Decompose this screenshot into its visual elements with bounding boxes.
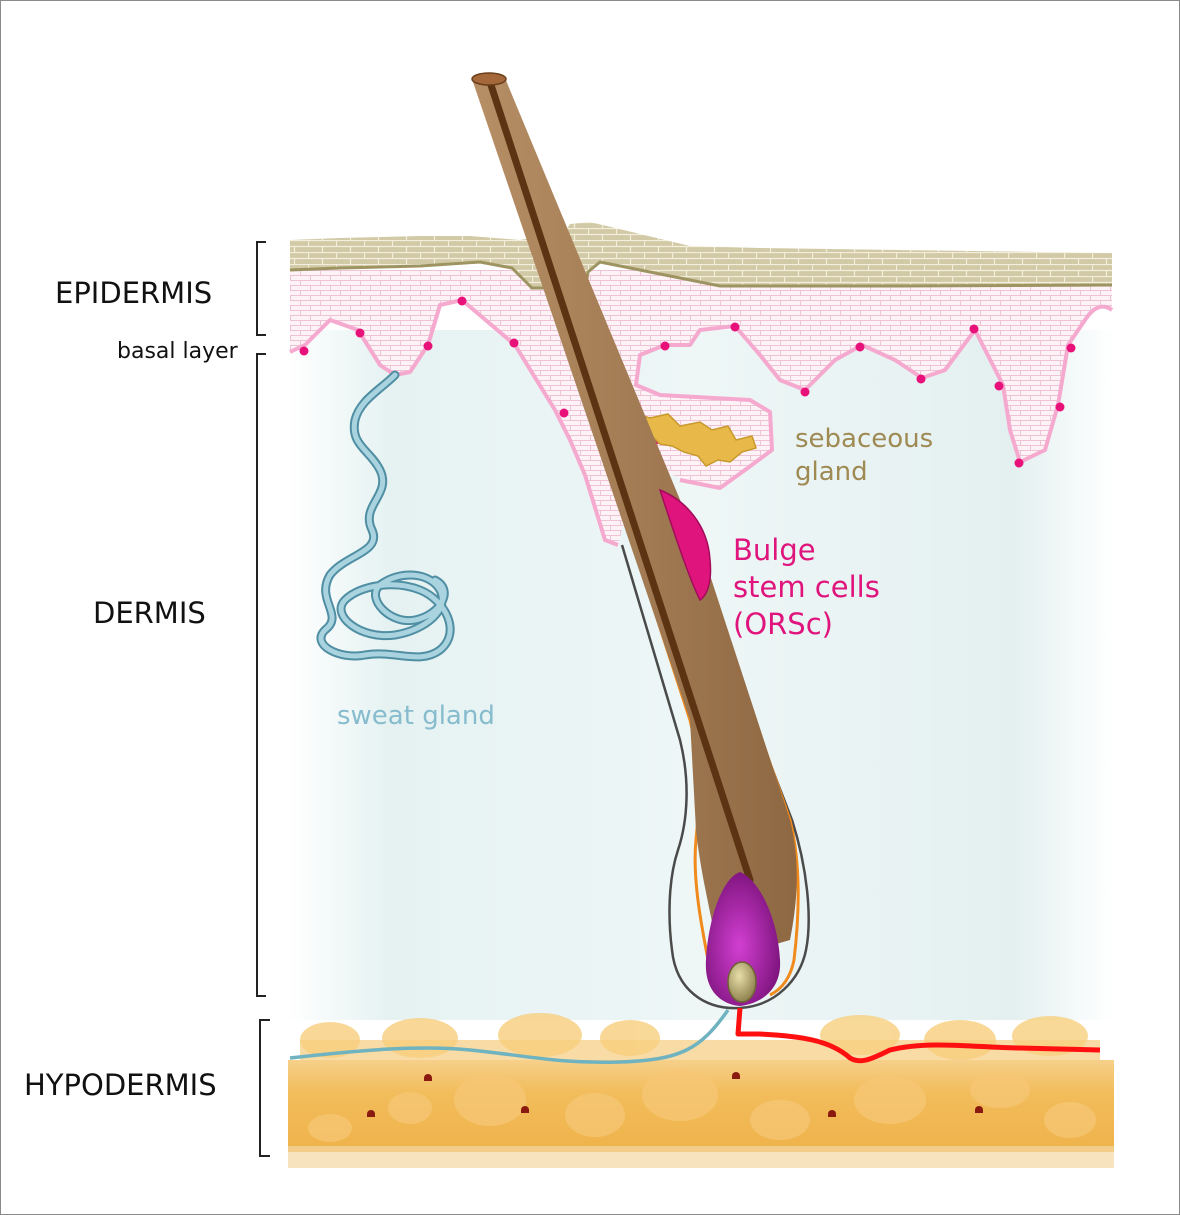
sebaceous-gland-label-line1: sebaceous	[795, 424, 933, 454]
epidermis-bracket	[257, 242, 266, 335]
epidermis-label: EPIDERMIS	[55, 276, 212, 310]
hair-tip	[472, 73, 506, 85]
basal-dot	[856, 343, 865, 352]
basal-dot	[970, 325, 979, 334]
dermis-label: DERMIS	[93, 596, 206, 630]
bulge-label-line1: Bulge	[733, 533, 816, 567]
basal-dot	[1056, 403, 1065, 412]
basal-dot	[995, 382, 1004, 391]
dermis-bracket	[257, 354, 266, 996]
basal-dot	[560, 409, 569, 418]
sebaceous-gland-label-line2: gland	[795, 457, 868, 487]
basal-dot	[300, 347, 309, 356]
basal-layer-label: basal layer	[117, 339, 239, 364]
layer-brackets	[257, 242, 270, 1156]
hypodermis-label: HYPODERMIS	[24, 1068, 217, 1102]
sweat-gland-label: sweat gland	[337, 701, 495, 731]
basal-dot	[510, 339, 519, 348]
bulge-label-line2: stem cells	[733, 570, 880, 604]
basal-dot	[424, 342, 433, 351]
hypodermis-layer	[288, 1013, 1114, 1168]
basal-dot	[731, 323, 740, 332]
basal-dot	[801, 388, 810, 397]
basal-dot	[458, 297, 467, 306]
basal-dot	[917, 375, 926, 384]
bulge-label-line3: (ORSc)	[733, 607, 833, 641]
dermal-papilla	[728, 962, 756, 1002]
basal-dot	[1067, 344, 1076, 353]
basal-dot	[356, 329, 365, 338]
basal-dot	[1015, 459, 1024, 468]
hypodermis-bracket	[260, 1020, 270, 1156]
basal-dot	[661, 342, 670, 351]
